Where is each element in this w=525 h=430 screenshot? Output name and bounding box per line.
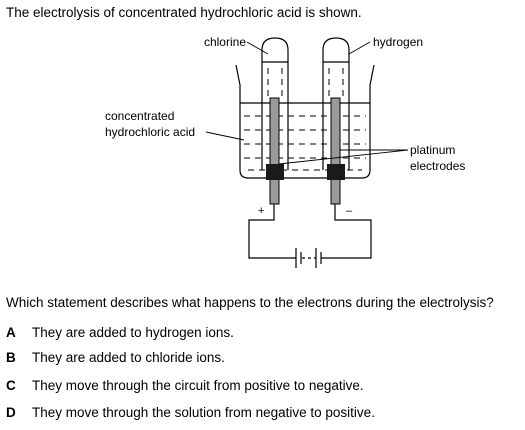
label-platinum-line2: electrodes bbox=[410, 159, 465, 173]
label-chlorine: chlorine bbox=[204, 35, 246, 49]
test-tube-hydrogen bbox=[322, 37, 350, 170]
option-text: They move through the circuit from posit… bbox=[32, 378, 364, 393]
label-positive: + bbox=[258, 205, 264, 217]
electrode-left bbox=[269, 97, 280, 205]
label-acid-line1: concentrated bbox=[105, 109, 174, 123]
option-text: They are added to chloride ions. bbox=[32, 350, 225, 365]
option-text: They move through the solution from nega… bbox=[32, 405, 375, 420]
chlorine-pointer bbox=[246, 41, 269, 55]
electrolysis-diagram: chlorine hydrogen concentrated hydrochlo… bbox=[105, 35, 465, 268]
option-letter: D bbox=[6, 405, 16, 420]
option-text: They are added to hydrogen ions. bbox=[32, 325, 234, 340]
test-tube-chlorine bbox=[261, 37, 289, 170]
platinum-pointer-left bbox=[278, 149, 409, 165]
battery bbox=[295, 248, 322, 268]
label-negative: – bbox=[346, 205, 353, 217]
question-text: Which statement describes what happens t… bbox=[6, 295, 494, 310]
option-letter: C bbox=[6, 378, 16, 393]
question-stem-intro: The electrolysis of concentrated hydroch… bbox=[6, 5, 362, 20]
beaker bbox=[235, 64, 375, 179]
stopper-right bbox=[327, 164, 345, 180]
acid-pointer bbox=[205, 131, 245, 141]
acid-hatching bbox=[244, 115, 366, 171]
label-acid-line2: hydrochloric acid bbox=[105, 125, 195, 139]
stopper-left bbox=[266, 164, 284, 180]
label-hydrogen: hydrogen bbox=[373, 35, 423, 49]
electrode-right bbox=[330, 97, 341, 205]
option-letter: B bbox=[6, 350, 16, 365]
circuit-wire bbox=[248, 204, 372, 259]
option-letter: A bbox=[6, 325, 16, 340]
hydrogen-pointer bbox=[348, 41, 371, 55]
label-platinum-line1: platinum bbox=[410, 143, 455, 157]
